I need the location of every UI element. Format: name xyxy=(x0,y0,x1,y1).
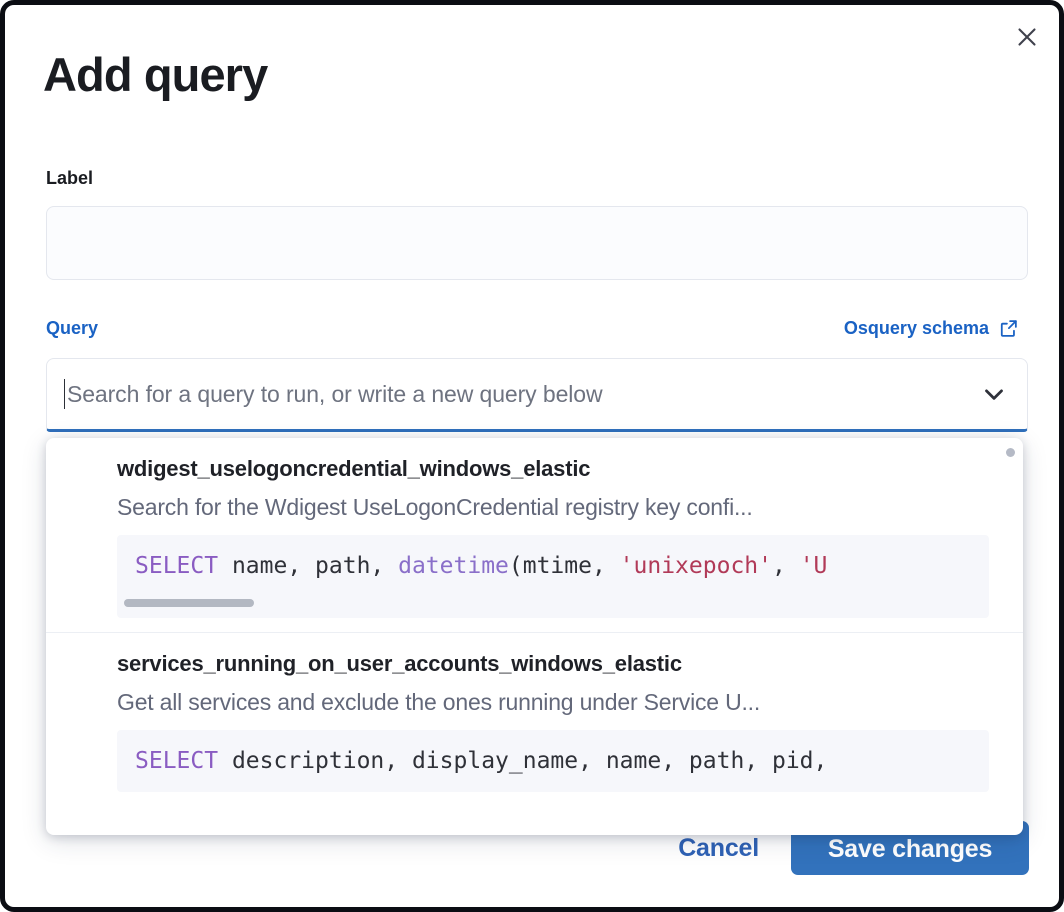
dropdown-option-title: wdigest_uselogoncredential_windows_elast… xyxy=(117,456,591,481)
dropdown-option-description: Search for the Wdigest UseLogonCredentia… xyxy=(117,494,753,520)
dropdown-scrollbar[interactable] xyxy=(1006,448,1015,457)
query-section-label[interactable]: Query xyxy=(46,318,99,338)
sql-token: SELECT xyxy=(135,553,219,579)
query-search-input[interactable]: Search for a query to run, or write a ne… xyxy=(67,380,603,407)
sql-token: SELECT xyxy=(135,748,219,774)
cancel-button[interactable]: Cancel xyxy=(664,824,773,873)
sql-token: 'unixepoch' xyxy=(619,553,772,579)
external-link-icon xyxy=(998,318,1019,339)
sql-preview-scrollbar[interactable] xyxy=(124,599,254,607)
chevron-down-icon[interactable] xyxy=(979,379,1009,409)
sql-token: name, path, xyxy=(218,553,399,579)
list-item[interactable]: wdigest_uselogoncredential_windows_elast… xyxy=(46,438,1023,632)
osquery-schema-link[interactable]: Osquery schema xyxy=(844,318,1019,339)
sql-token: datetime xyxy=(398,553,509,579)
sql-token: description, display_name, name, path, p… xyxy=(218,748,828,774)
sql-token: 'U xyxy=(799,553,828,579)
dropdown-option-sql-preview[interactable]: SELECT name, path, datetime(mtime, 'unix… xyxy=(117,535,989,618)
query-suggestions-dropdown[interactable]: wdigest_uselogoncredential_windows_elast… xyxy=(46,438,1023,835)
query-search-combobox[interactable]: Search for a query to run, or write a ne… xyxy=(46,358,1028,432)
label-input[interactable] xyxy=(46,206,1028,280)
label-field-label: Label xyxy=(46,168,94,188)
dropdown-option-sql-preview[interactable]: SELECT description, display_name, name, … xyxy=(117,730,989,792)
dropdown-option-title: services_running_on_user_accounts_window… xyxy=(117,651,682,676)
sql-token: (mtime, xyxy=(508,553,620,579)
osquery-schema-link-label: Osquery schema xyxy=(843,318,989,338)
close-icon[interactable] xyxy=(1007,17,1047,57)
sql-token: , xyxy=(772,553,800,579)
dropdown-option-list: wdigest_uselogoncredential_windows_elast… xyxy=(46,438,1023,806)
text-caret xyxy=(64,379,65,409)
dropdown-option-description: Get all services and exclude the ones ru… xyxy=(117,689,761,715)
page-title: Add query xyxy=(43,48,268,101)
list-item[interactable]: services_running_on_user_accounts_window… xyxy=(46,632,1023,806)
